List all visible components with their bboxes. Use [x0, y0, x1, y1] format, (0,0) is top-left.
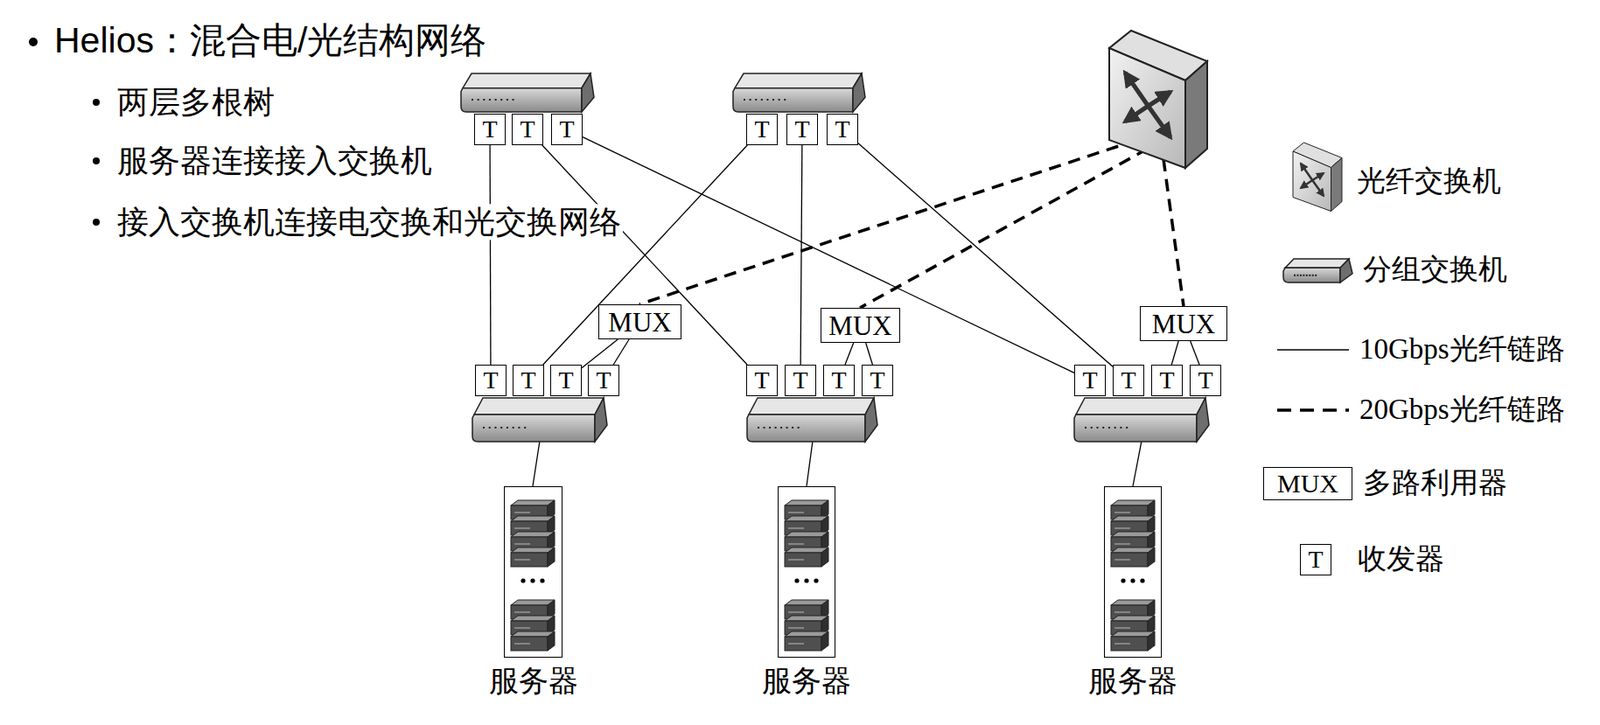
transceiver-box: T [861, 364, 894, 397]
fiber-link-10g [866, 342, 874, 365]
node-text: T [834, 117, 850, 142]
node-text: T [754, 368, 769, 393]
legend-text: 20Gbps光纤链路 [1359, 393, 1566, 427]
node-text: T [831, 368, 846, 393]
bullet-dot [92, 157, 100, 165]
node-text: T [482, 368, 498, 393]
fiber-link-10g [542, 145, 748, 365]
transceiver-box: T [551, 113, 583, 146]
node-text: T [1082, 368, 1097, 393]
server-group: 服务器 [1103, 486, 1162, 658]
fiber-link-10g [581, 339, 618, 369]
bullet-dot [92, 98, 100, 106]
legend-text: 10Gbps光纤链路 [1359, 333, 1566, 367]
transceiver-box: T [826, 113, 859, 146]
server-link [806, 440, 813, 487]
fiber-link-10g [800, 145, 803, 365]
transceiver-box: T [474, 113, 506, 146]
optical-link [859, 148, 1148, 308]
multiplexer-box: MUX [820, 307, 901, 343]
node-text: 服务器 [1088, 666, 1178, 697]
transceiver-box: T [550, 364, 582, 397]
transceiver-box: T [823, 364, 855, 397]
packet-switch [472, 398, 608, 442]
transceiver-box: T [511, 113, 544, 146]
transceiver-box: T [746, 113, 778, 146]
optical-switch [1292, 142, 1342, 212]
legend-text: 光纤交换机 [1356, 165, 1502, 199]
packet-switch [461, 73, 594, 112]
node-text: 服务器 [761, 666, 852, 697]
packet-switch [1283, 258, 1353, 283]
packet-switch [733, 73, 866, 112]
legend-solid-line [1277, 349, 1349, 351]
title: Helios：混合电/光结构网络 [54, 19, 487, 63]
node-text: T [595, 368, 611, 393]
transceiver-box: T [1151, 364, 1183, 397]
bullet-text: 接入交换机连接电交换和光交换网络 [115, 203, 623, 240]
server-rack [1110, 500, 1155, 651]
node-text: T [558, 117, 574, 142]
server-group: 服务器 [503, 486, 563, 658]
optical-switch [1109, 30, 1208, 168]
server-rack [784, 500, 829, 651]
bullet-dot [92, 218, 100, 226]
server-link [532, 440, 540, 487]
node-text: MUX [607, 308, 671, 336]
legend-transceiver-sample: T [1299, 544, 1332, 576]
fiber-link-10g [489, 145, 491, 365]
legend-dashed-line [1277, 408, 1349, 413]
bullet-text: 服务器连接接入交换机 [115, 142, 434, 179]
transceiver-box: T [475, 364, 507, 397]
transceiver-box: T [784, 364, 817, 397]
node-text: T [1197, 368, 1213, 393]
node-text: T [520, 368, 536, 393]
optical-link [639, 139, 1138, 305]
optical-link [1163, 159, 1184, 307]
multiplexer-box: MUX [1139, 306, 1228, 342]
node-text: T [869, 368, 885, 393]
server-group: 服务器 [777, 486, 836, 658]
node-text: T [792, 368, 808, 393]
node-text: MUX [828, 312, 892, 340]
bullet-text: 两层多根树 [115, 83, 277, 120]
legend-text: 分组交换机 [1362, 253, 1508, 287]
server-rack [510, 500, 555, 651]
transceiver-box: T [1074, 364, 1106, 397]
transceiver-box: T [786, 113, 818, 146]
bullet-dot [28, 37, 38, 47]
node-text: T [794, 117, 810, 142]
packet-switch [747, 398, 878, 442]
fiber-link-10g [543, 145, 748, 365]
transceiver-box: T [1189, 364, 1222, 397]
legend-text: 收发器 [1357, 543, 1445, 577]
legend-mux-sample: MUX [1263, 467, 1353, 501]
node-text: T [1120, 368, 1136, 393]
sample-text: MUX [1277, 470, 1339, 497]
node-text: T [558, 368, 573, 393]
sample-text: T [1307, 547, 1323, 573]
node-text: 服务器 [489, 666, 579, 697]
packet-switch [1074, 398, 1209, 442]
transceiver-box: T [1112, 364, 1145, 397]
transceiver-box: T [512, 364, 545, 397]
fiber-link-10g [1190, 341, 1200, 365]
fiber-link-10g [582, 137, 1075, 374]
transceiver-box: T [746, 364, 778, 397]
server-link [1132, 440, 1142, 487]
node-text: T [482, 117, 497, 142]
legend-text: 多路利用器 [1362, 467, 1508, 501]
node-text: T [754, 117, 769, 142]
fiber-link-10g [613, 339, 629, 365]
fiber-link-10g [1171, 341, 1179, 365]
node-text: T [1159, 368, 1174, 393]
multiplexer-box: MUX [598, 304, 682, 340]
fiber-link-10g [845, 342, 854, 365]
node-text: T [519, 117, 535, 142]
node-text: MUX [1152, 310, 1216, 338]
transceiver-box: T [587, 364, 620, 397]
